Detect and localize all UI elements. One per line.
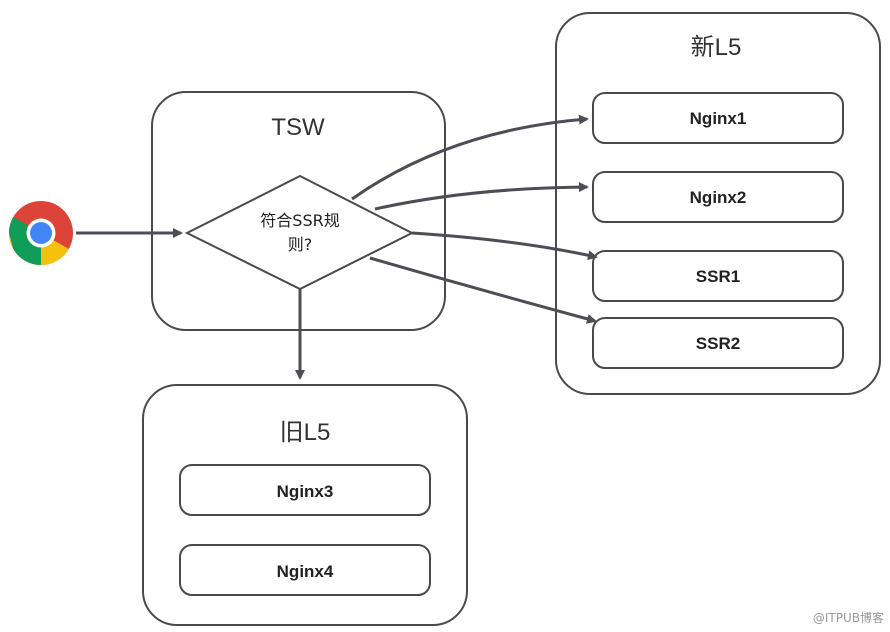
tsw-group-title: TSW [271,114,325,141]
node-nginx4: Nginx4 [179,544,431,596]
old-l5-group-title: 旧L5 [280,419,331,446]
edge-decision-to-nginx1 [351,114,589,201]
edge-decision-to-nginx2 [374,182,589,211]
node-nginx3-label: Nginx3 [277,482,334,501]
new-l5-group-title: 新L5 [691,34,742,61]
decision-label-line1: 符合SSR规 [260,211,339,230]
node-nginx4-label: Nginx4 [277,562,334,581]
node-ssr2-label: SSR2 [696,334,740,353]
node-nginx1: Nginx1 [592,92,844,144]
edge-decision-to-ssr1 [411,231,598,261]
node-ssr1-label: SSR1 [696,267,740,286]
node-ssr2: SSR2 [592,317,844,369]
node-nginx2-label: Nginx2 [690,188,747,207]
node-nginx3: Nginx3 [179,464,431,516]
node-nginx1-label: Nginx1 [690,109,747,128]
decision-label-line2: 则? [288,235,313,254]
edge-decision-to-ssr2 [369,256,597,324]
node-nginx2: Nginx2 [592,171,844,223]
node-ssr1: SSR1 [592,250,844,302]
watermark-text: @ITPUB博客 [813,610,884,625]
chrome-browser-icon [9,201,73,265]
